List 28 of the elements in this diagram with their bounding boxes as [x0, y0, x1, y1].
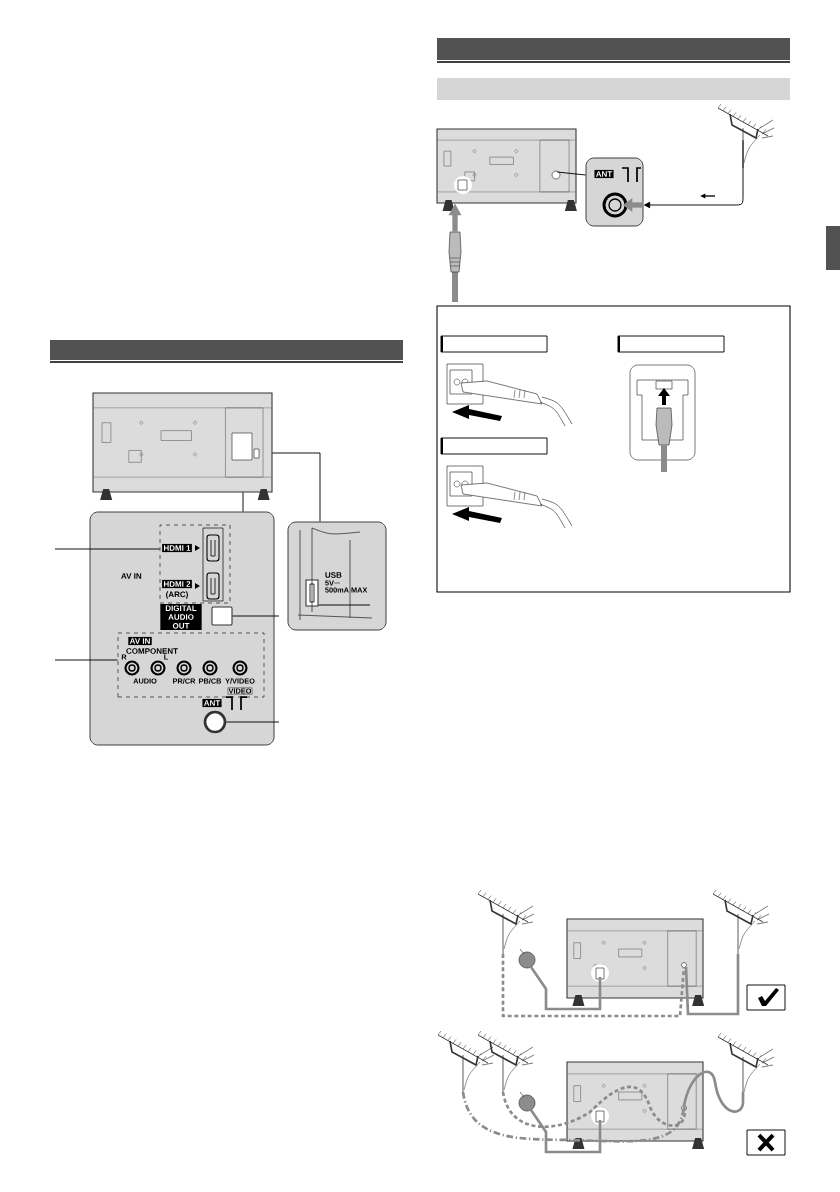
leader-line [318, 604, 371, 606]
port-label: DIGITAL AUDIO OUT [160, 604, 202, 630]
antenna-jack [203, 710, 227, 734]
subheading-bar [437, 78, 790, 100]
jack-label: (ARC) [166, 591, 188, 599]
power-plug-drawing [448, 231, 462, 302]
heading-bar [50, 340, 403, 360]
leader-line [54, 548, 161, 550]
tv-back-drawing [92, 392, 273, 500]
leader-line [232, 615, 280, 617]
port-label: HDMI 2 [162, 579, 192, 589]
connector-line [242, 491, 244, 512]
port-label: AV IN [128, 636, 152, 646]
leader-line [225, 721, 280, 723]
usb-label: USB [325, 572, 342, 578]
connector-line [271, 452, 321, 522]
cable [644, 139, 744, 209]
jack-label: COMPONENT [126, 648, 178, 654]
usb-panel [287, 521, 387, 631]
port-label: ANT [594, 169, 614, 179]
av-in-label: AV IN [121, 573, 142, 579]
connector-line [556, 171, 586, 176]
tv-back-drawing [436, 128, 577, 211]
heading-bar [437, 38, 790, 60]
port-label: ANT [202, 698, 222, 708]
port-label: HDMI 1 [162, 543, 192, 553]
leader-line [54, 659, 119, 661]
optical-port [211, 606, 233, 626]
